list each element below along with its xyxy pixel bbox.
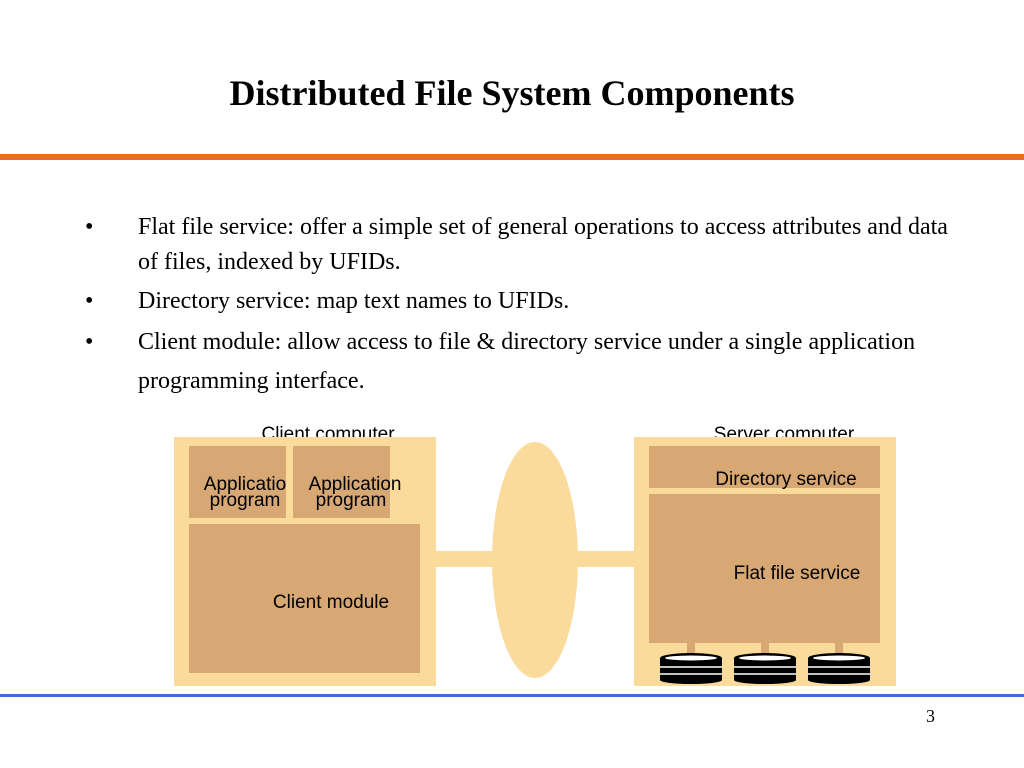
bullet-item: • Directory service: map text names to U… — [85, 284, 965, 319]
disk-icon — [660, 643, 722, 684]
bullet-text: Directory service: map text names to UFI… — [138, 288, 570, 314]
title-divider — [0, 154, 1024, 160]
directory-service-label: Directory service — [715, 469, 856, 490]
bullet-text: Client module: allow access to file & di… — [138, 329, 916, 394]
slide-title: Distributed File System Components — [229, 73, 795, 113]
flat-file-service-box — [649, 494, 880, 643]
slide-number: 3 — [926, 706, 935, 726]
app2-label-line1: Application — [309, 474, 402, 495]
bullet-list: • Flat file service: offer a simple set … — [85, 210, 965, 405]
application-program-box — [189, 446, 286, 518]
flat-file-service-label: Flat file service — [734, 563, 861, 584]
network-ellipse — [492, 442, 578, 678]
application-program-box — [293, 446, 390, 518]
directory-service-box — [649, 446, 880, 488]
client-module-label: Client module — [273, 592, 389, 613]
bullet-text: Flat file service: offer a simple set of… — [138, 214, 948, 275]
app2-label-line2: program — [316, 490, 387, 511]
bullet-item: • Flat file service: offer a simple set … — [85, 210, 965, 280]
footer-divider — [0, 694, 1024, 697]
disk-storage — [660, 643, 870, 684]
disk-icon — [734, 643, 796, 684]
bullet-marker: • — [85, 329, 94, 355]
app1-label-line2: program — [210, 490, 281, 511]
disk-icon — [808, 643, 870, 684]
bullet-item: • Client module: allow access to file & … — [85, 323, 965, 401]
client-module-box — [189, 524, 420, 673]
bullet-marker: • — [85, 288, 94, 314]
bullet-marker: • — [85, 214, 94, 240]
app1-label-line1: Applicatio — [204, 474, 286, 495]
